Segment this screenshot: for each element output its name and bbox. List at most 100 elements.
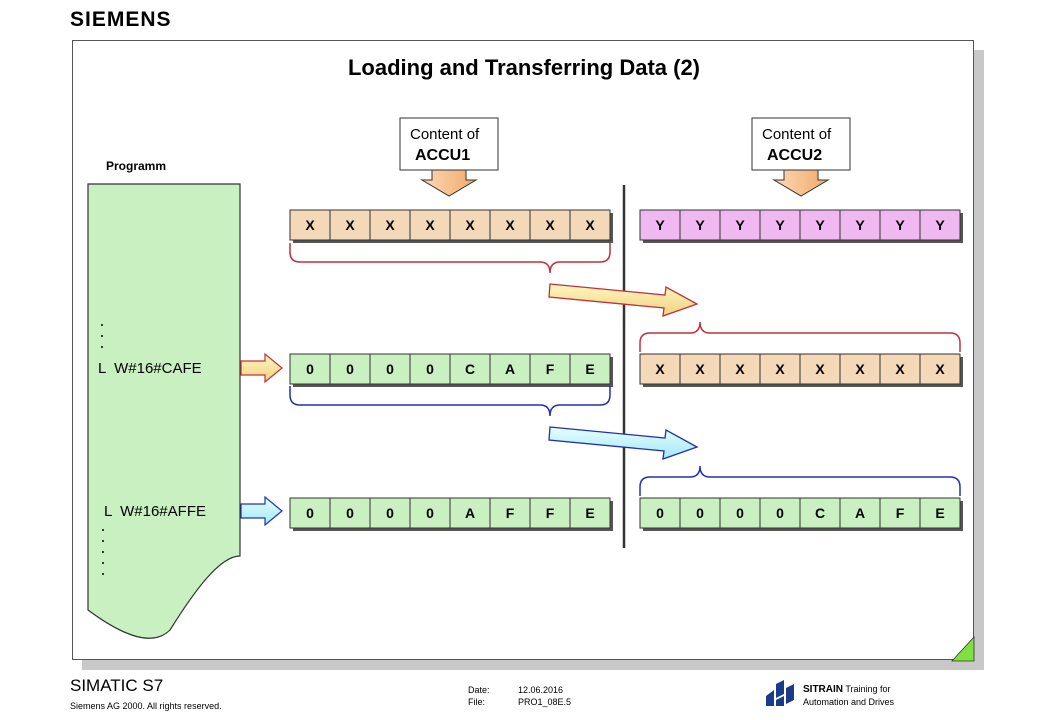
accu2-row1-cell-7-value: Y — [895, 217, 905, 233]
accu1-row2-cell-3 — [369, 353, 411, 385]
accu1-row1-cell-2-value: X — [345, 217, 355, 233]
accu2-row3-cell-4-value: 0 — [776, 505, 784, 521]
accu2-row3-cell-7 — [879, 497, 921, 529]
accu2-row2-cell-5-value: X — [815, 361, 825, 377]
accu1-row3-cell-1 — [289, 497, 331, 529]
accu1-row3-cell-3-value: 0 — [386, 505, 394, 521]
transfer-arrow-accu1-to-accu2-1 — [548, 283, 699, 317]
accu1-row2-cell-2 — [329, 353, 371, 385]
accu2-row1-cell-6-value: Y — [855, 217, 865, 233]
accu1-row3-cell-7-value: F — [546, 505, 555, 521]
brace-accu1-row1 — [289, 243, 611, 274]
sitrain-brand-name: SITRAIN — [803, 684, 843, 695]
accu2-row2-cell-6-value: X — [855, 361, 865, 377]
accu2-row1-cell-8 — [919, 209, 961, 241]
sitrain-brand: SITRAIN Training for Automation and Driv… — [803, 683, 894, 708]
accu1-row1-cell-6 — [489, 209, 531, 241]
accu2-row2-cell-8 — [919, 353, 961, 385]
accu1-row2-cell-3-value: 0 — [386, 361, 394, 377]
accu1-header: Content of ACCU1 — [399, 117, 499, 197]
accu1-row2-cell-1 — [289, 353, 331, 385]
accu1-row2-cell-5 — [449, 353, 491, 385]
program-ellipsis-top — [101, 324, 103, 348]
sitrain-logo-icon — [766, 680, 794, 706]
accu1-row2-cell-5-value: C — [465, 361, 475, 377]
load-arrow-1 — [240, 352, 283, 384]
instruction-load-cafe: L W#16#CAFE — [98, 360, 202, 377]
accu2-row3-cell-6-value: A — [855, 505, 865, 521]
accu2-row3-cell-2-value: 0 — [696, 505, 704, 521]
accu2-row1-cell-8-value: Y — [935, 217, 945, 233]
accu1-down-arrow — [420, 169, 478, 197]
accu1-row3-cell-5-value: A — [465, 505, 475, 521]
accu1-row3-cell-7 — [529, 497, 571, 529]
accu1-row3-cell-4 — [409, 497, 451, 529]
sitrain-tagline-2: Automation and Drives — [803, 697, 895, 707]
accu2-row2-cell-2 — [679, 353, 721, 385]
brace-accu1-row2 — [289, 386, 611, 417]
accu1-row1-cell-4 — [409, 209, 451, 241]
accu1-row1-cell-5 — [449, 209, 491, 241]
accu1-row1-cell-2 — [329, 209, 371, 241]
accu2-row2-cell-1 — [639, 353, 681, 385]
accu2-row1-cell-3-value: Y — [735, 217, 745, 233]
accu2-row2-cell-4 — [759, 353, 801, 385]
accu2-row2-cell-7 — [879, 353, 921, 385]
accu2-caption: Content of — [762, 126, 832, 143]
accu1-row1-cell-4-value: X — [425, 217, 435, 233]
accu1-row2-cell-8 — [569, 353, 611, 385]
accu2-row2-cell-8-value: X — [935, 361, 945, 377]
transfer-arrow-accu1-to-accu2-2 — [548, 426, 699, 460]
accu1-row3-cell-3 — [369, 497, 411, 529]
accu2-row2-cell-3-value: X — [735, 361, 745, 377]
accu1-row1-cell-1 — [289, 209, 331, 241]
accu1-row1-cell-7-value: X — [545, 217, 555, 233]
accu1-caption: Content of — [410, 126, 480, 143]
accu2-row3-cell-6 — [839, 497, 881, 529]
accu1-row1-cell-8 — [569, 209, 611, 241]
accu2-row2-cell-3 — [719, 353, 761, 385]
accu2-row3-cell-8-value: E — [935, 505, 944, 521]
slide-title: Loading and Transferring Data (2) — [347, 55, 701, 80]
footer-copyright: Siemens AG 2000. All rights reserved. — [70, 701, 222, 711]
brace-accu2-row3 — [639, 465, 961, 496]
sitrain-tagline-1: Training for — [845, 684, 891, 694]
accu2-row1-cell-1-value: Y — [655, 217, 665, 233]
footer-date-label: Date: — [468, 685, 490, 695]
program-label: Programm — [106, 159, 166, 173]
accu2-row1-cell-5-value: Y — [815, 217, 825, 233]
accu2-row3-cell-3 — [719, 497, 761, 529]
accu1-row3-cell-2 — [329, 497, 371, 529]
accu1-row2-cell-7-value: F — [546, 361, 555, 377]
accu2-row3-cell-3-value: 0 — [736, 505, 744, 521]
accu1-row3-cell-4-value: 0 — [426, 505, 434, 521]
accu2-row3-cell-1 — [639, 497, 681, 529]
instruction-load-affe: L W#16#AFFE — [104, 503, 206, 520]
accu2-row1-cell-3 — [719, 209, 761, 241]
accu2-row2-cell-7-value: X — [895, 361, 905, 377]
accu2-row2-cell-6 — [839, 353, 881, 385]
brace-accu2-row2 — [639, 321, 961, 352]
accu1-row1-cell-8-value: X — [585, 217, 595, 233]
accu2-row2-cell-1-value: X — [655, 361, 665, 377]
footer-product: SIMATIC S7 — [70, 676, 164, 695]
accu1-row3-cell-8 — [569, 497, 611, 529]
accu1-row2-cell-1-value: 0 — [306, 361, 314, 377]
accu2-row1-cell-4-value: Y — [775, 217, 785, 233]
accu1-row2-cell-2-value: 0 — [346, 361, 354, 377]
accu1-row2-cell-4-value: 0 — [426, 361, 434, 377]
accu2-name: ACCU2 — [767, 147, 822, 164]
accu1-row1-cell-3-value: X — [385, 217, 395, 233]
accu1-row3-cell-2-value: 0 — [346, 505, 354, 521]
accu1-name: ACCU1 — [415, 147, 470, 164]
accu2-row3-cell-5-value: C — [815, 505, 825, 521]
siemens-logo: SIEMENS — [70, 8, 172, 31]
accu2-row2-cell-2-value: X — [695, 361, 705, 377]
accu2-row1-cell-2 — [679, 209, 721, 241]
accu1-row2-cell-8-value: E — [585, 361, 594, 377]
accu2-row1-cell-6 — [839, 209, 881, 241]
accu2-row3-cell-1-value: 0 — [656, 505, 664, 521]
load-arrow-2 — [240, 495, 283, 527]
accu1-row2-cell-7 — [529, 353, 571, 385]
